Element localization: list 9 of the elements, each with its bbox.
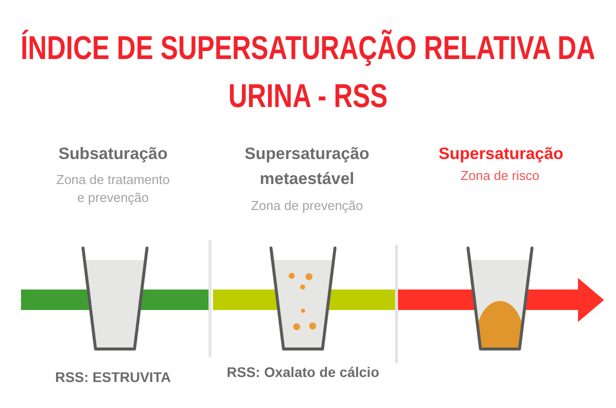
rss-label: RSS: ESTRUVITA (55, 368, 171, 387)
zone-heading: Supersaturação metaestável (244, 144, 370, 190)
zone-description: Zona de risco (460, 167, 540, 185)
zone-description: Zona de prevenção (250, 197, 364, 215)
zone-heading: Subsaturação (58, 144, 168, 164)
zone-description: Zona de tratamento e prevenção (55, 171, 171, 207)
zone-heading: Supersaturação (438, 144, 564, 164)
rss-label: RSS: Oxalato de cálcio (226, 363, 380, 382)
title: ÍNDICE DE SUPERSATURAÇÃO RELATIVA DA URINA - RSS (20, 28, 596, 116)
